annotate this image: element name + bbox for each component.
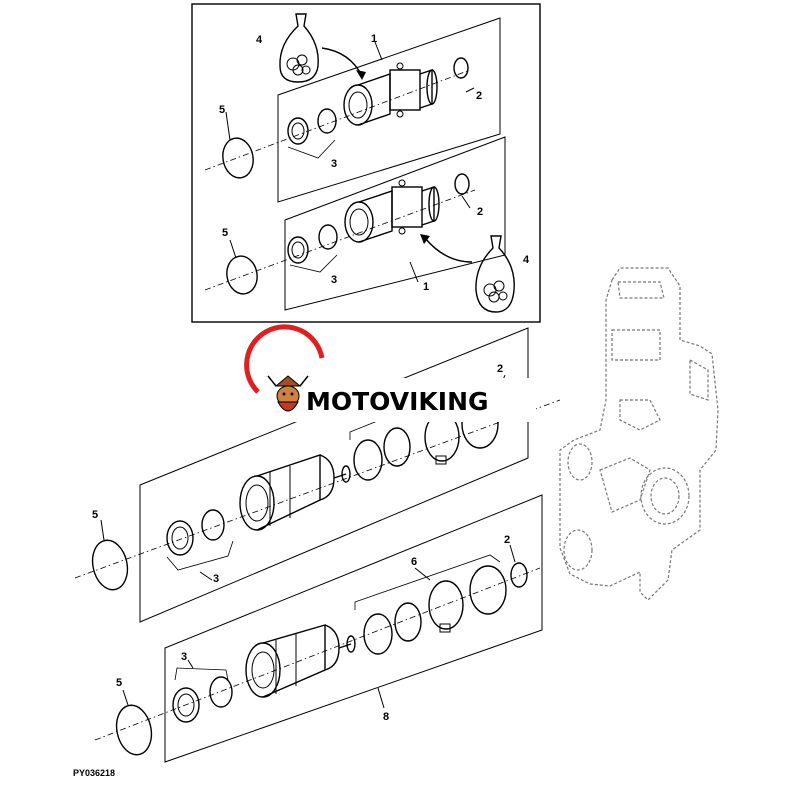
inset-panel-upper xyxy=(204,17,501,203)
seal-kit-bag-lower xyxy=(475,235,515,313)
callout-4: 4 xyxy=(523,254,530,266)
assembly-panel-upper xyxy=(74,327,561,623)
callout-2: 2 xyxy=(476,90,482,102)
backup-ring xyxy=(166,520,194,556)
seal-ring xyxy=(318,224,338,250)
callout-1: 1 xyxy=(371,33,377,45)
backup-ring xyxy=(287,117,309,145)
watermark-band xyxy=(268,378,536,422)
o-ring xyxy=(383,427,411,467)
valve-cartridge-8 xyxy=(245,624,356,698)
o-ring-5 xyxy=(226,255,258,295)
assembly-panel-lower xyxy=(94,494,543,763)
inset-frame xyxy=(191,3,541,323)
backup-ring-split xyxy=(428,580,464,630)
seal-ring-large xyxy=(469,565,507,615)
backup-ring xyxy=(172,687,200,723)
arrow-head xyxy=(356,70,366,80)
seal-ring xyxy=(201,509,225,541)
o-ring-5 xyxy=(222,137,254,179)
watermark: MOTOVIKING xyxy=(244,324,536,422)
valve-cartridge-1 xyxy=(343,62,438,126)
watermark-text: MOTOVIKING xyxy=(306,387,489,416)
inset-panel-lower xyxy=(204,136,506,311)
callout-5: 5 xyxy=(219,104,225,116)
arrow-head xyxy=(420,234,430,244)
callout-2: 2 xyxy=(504,534,510,546)
seal-ring xyxy=(209,676,233,708)
watermark-ring xyxy=(244,324,325,394)
callout-5: 5 xyxy=(222,227,228,239)
o-ring-2 xyxy=(453,57,469,79)
callout-6: 6 xyxy=(411,556,417,568)
o-ring-2 xyxy=(454,173,470,195)
backup-ring xyxy=(287,236,309,264)
o-ring xyxy=(363,613,393,655)
pointer-arrow xyxy=(321,47,363,77)
valve-housing-outline xyxy=(559,267,719,601)
viking-mascot-icon xyxy=(267,375,309,412)
o-ring xyxy=(353,439,383,481)
callout-3: 3 xyxy=(213,573,219,585)
o-ring-5 xyxy=(115,704,153,756)
callout-8: 8 xyxy=(383,711,389,723)
callout-5: 5 xyxy=(116,677,122,689)
callout-2: 2 xyxy=(477,206,483,218)
callout-4: 4 xyxy=(256,34,263,46)
callout-2: 2 xyxy=(497,363,503,375)
callout-3: 3 xyxy=(331,158,337,170)
callout-1: 1 xyxy=(423,281,429,293)
seal-ring xyxy=(317,108,337,134)
seal-kit-bag-upper xyxy=(279,13,319,83)
pointer-arrow xyxy=(424,237,473,263)
callout-3: 3 xyxy=(331,274,337,286)
o-ring-2 xyxy=(510,562,528,588)
callout-3: 3 xyxy=(181,651,187,663)
callout-5: 5 xyxy=(92,509,98,521)
valve-cartridge-1 xyxy=(344,179,440,243)
valve-cartridge xyxy=(239,454,351,531)
o-ring xyxy=(394,602,422,642)
o-ring-5 xyxy=(91,539,129,591)
figure-reference: PY036218 xyxy=(73,768,115,778)
